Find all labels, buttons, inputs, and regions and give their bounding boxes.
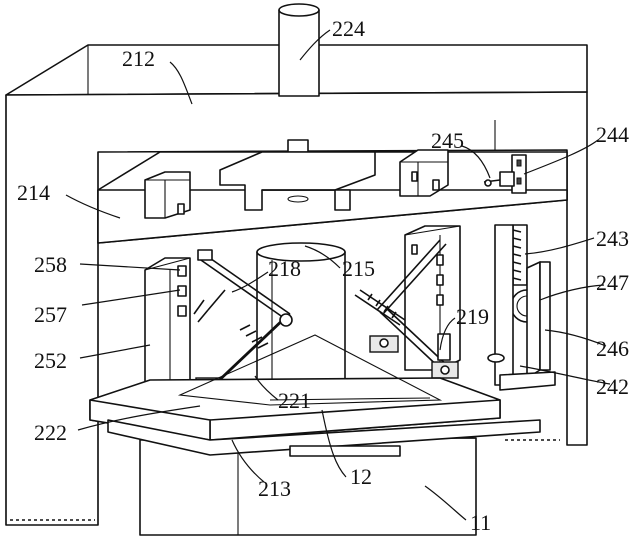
label-221: 221 bbox=[278, 388, 311, 413]
motor-bracket bbox=[483, 154, 527, 194]
label-246: 246 bbox=[596, 336, 629, 361]
label-247: 247 bbox=[596, 270, 629, 295]
label-244: 244 bbox=[596, 122, 629, 147]
label-222: 222 bbox=[34, 420, 67, 445]
label-243: 243 bbox=[596, 226, 629, 251]
lower-slide-plate bbox=[107, 353, 556, 457]
label-252: 252 bbox=[34, 348, 67, 373]
label-214: 214 bbox=[17, 180, 50, 205]
label-219: 219 bbox=[456, 304, 489, 329]
frame-feet bbox=[10, 439, 560, 521]
reference-numerals: 224 212 245 244 214 243 258 218 215 247 … bbox=[17, 16, 629, 535]
upper-right-box bbox=[399, 149, 449, 197]
label-11: 11 bbox=[470, 510, 491, 535]
right-linkage bbox=[354, 239, 459, 379]
label-257: 257 bbox=[34, 302, 67, 327]
rack-and-gear bbox=[510, 224, 551, 379]
label-12: 12 bbox=[350, 464, 372, 489]
leader-lines bbox=[65, 29, 611, 521]
label-213: 213 bbox=[258, 476, 291, 501]
label-242: 242 bbox=[596, 374, 629, 399]
upper-plate bbox=[97, 151, 568, 244]
label-258: 258 bbox=[34, 252, 67, 277]
upper-left-box bbox=[144, 171, 191, 219]
label-245: 245 bbox=[431, 128, 464, 153]
label-215: 215 bbox=[342, 256, 375, 281]
label-212: 212 bbox=[122, 46, 155, 71]
press-head bbox=[219, 151, 376, 211]
label-224: 224 bbox=[332, 16, 365, 41]
label-218: 218 bbox=[268, 256, 301, 281]
